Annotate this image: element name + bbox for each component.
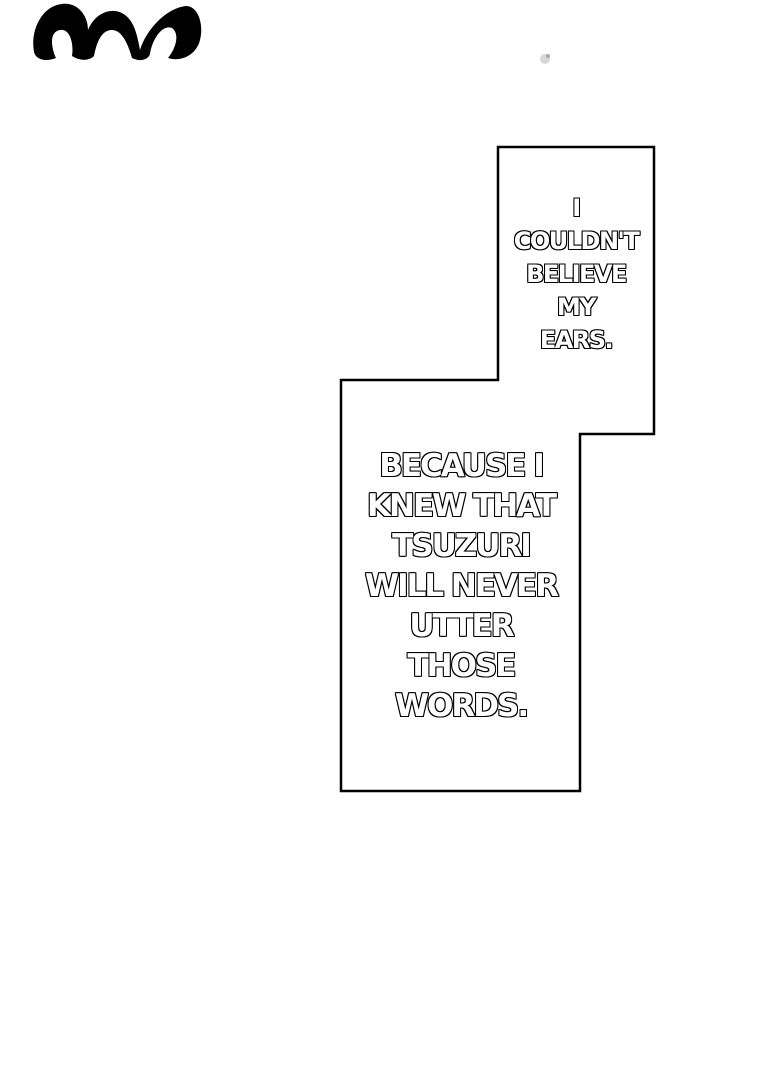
caption-line: I xyxy=(571,193,582,223)
caption-line: THOSE xyxy=(407,647,518,685)
caption-box-outline xyxy=(339,145,656,793)
caption-line: BECAUSE I xyxy=(378,447,545,485)
caption-line: EARS. xyxy=(539,325,614,355)
caption-box-upper-text: I COULDN'T BELIEVE MY EARS. xyxy=(499,192,653,357)
decorative-blob-fragment-icon xyxy=(33,3,202,61)
screentone-speck-icon xyxy=(540,54,550,64)
caption-line: WORDS. xyxy=(394,687,530,725)
caption-line: TSUZURI xyxy=(391,527,532,565)
caption-line: BELIEVE xyxy=(525,259,628,289)
caption-line: UTTER xyxy=(409,607,516,645)
caption-line: MY xyxy=(556,292,597,322)
caption-line: COULDN'T xyxy=(513,226,641,256)
caption-box-lower-text: BECAUSE I KNEW THAT TSUZURI WILL NEVER U… xyxy=(343,446,579,726)
caption-line: KNEW THAT xyxy=(366,487,558,525)
caption-line: WILL NEVER xyxy=(364,567,560,605)
